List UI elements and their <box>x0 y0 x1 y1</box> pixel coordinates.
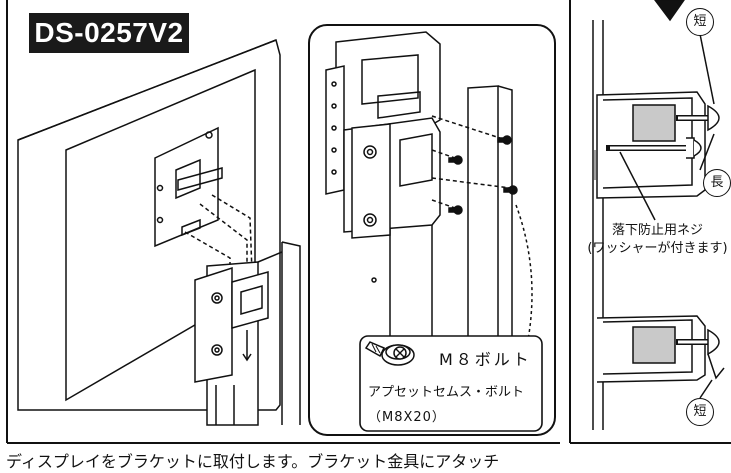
short-marker-top: 短 <box>686 8 714 36</box>
screw-detail-panel <box>592 0 725 430</box>
bolt-type-label: アプセットセムス・ボルト <box>368 385 525 400</box>
bolt-spec-label: （M8X20） <box>368 410 446 425</box>
fall-prevention-screw-label: 落下防止用ネジ (ワッシャーが付きます) <box>585 222 730 258</box>
m8-bolt-icon <box>364 341 415 366</box>
instruction-text: ディスプレイをブラケットに取付します。ブラケット金具にアタッチ <box>6 452 500 471</box>
bracket-detail-panel <box>308 24 556 436</box>
short-marker-bottom: 短 <box>686 398 714 426</box>
bolt-size-label: M８ボルト <box>439 350 532 369</box>
frame-lines <box>6 0 731 444</box>
fall-prevention-screw-title: 落下防止用ネジ <box>611 223 703 238</box>
bolt-group <box>448 135 518 215</box>
long-marker: 長 <box>703 169 731 197</box>
fall-prevention-screw-note: (ワッシャーが付きます) <box>587 241 728 256</box>
display-panel <box>17 38 301 426</box>
model-label: DS-0257V2 <box>29 13 189 53</box>
